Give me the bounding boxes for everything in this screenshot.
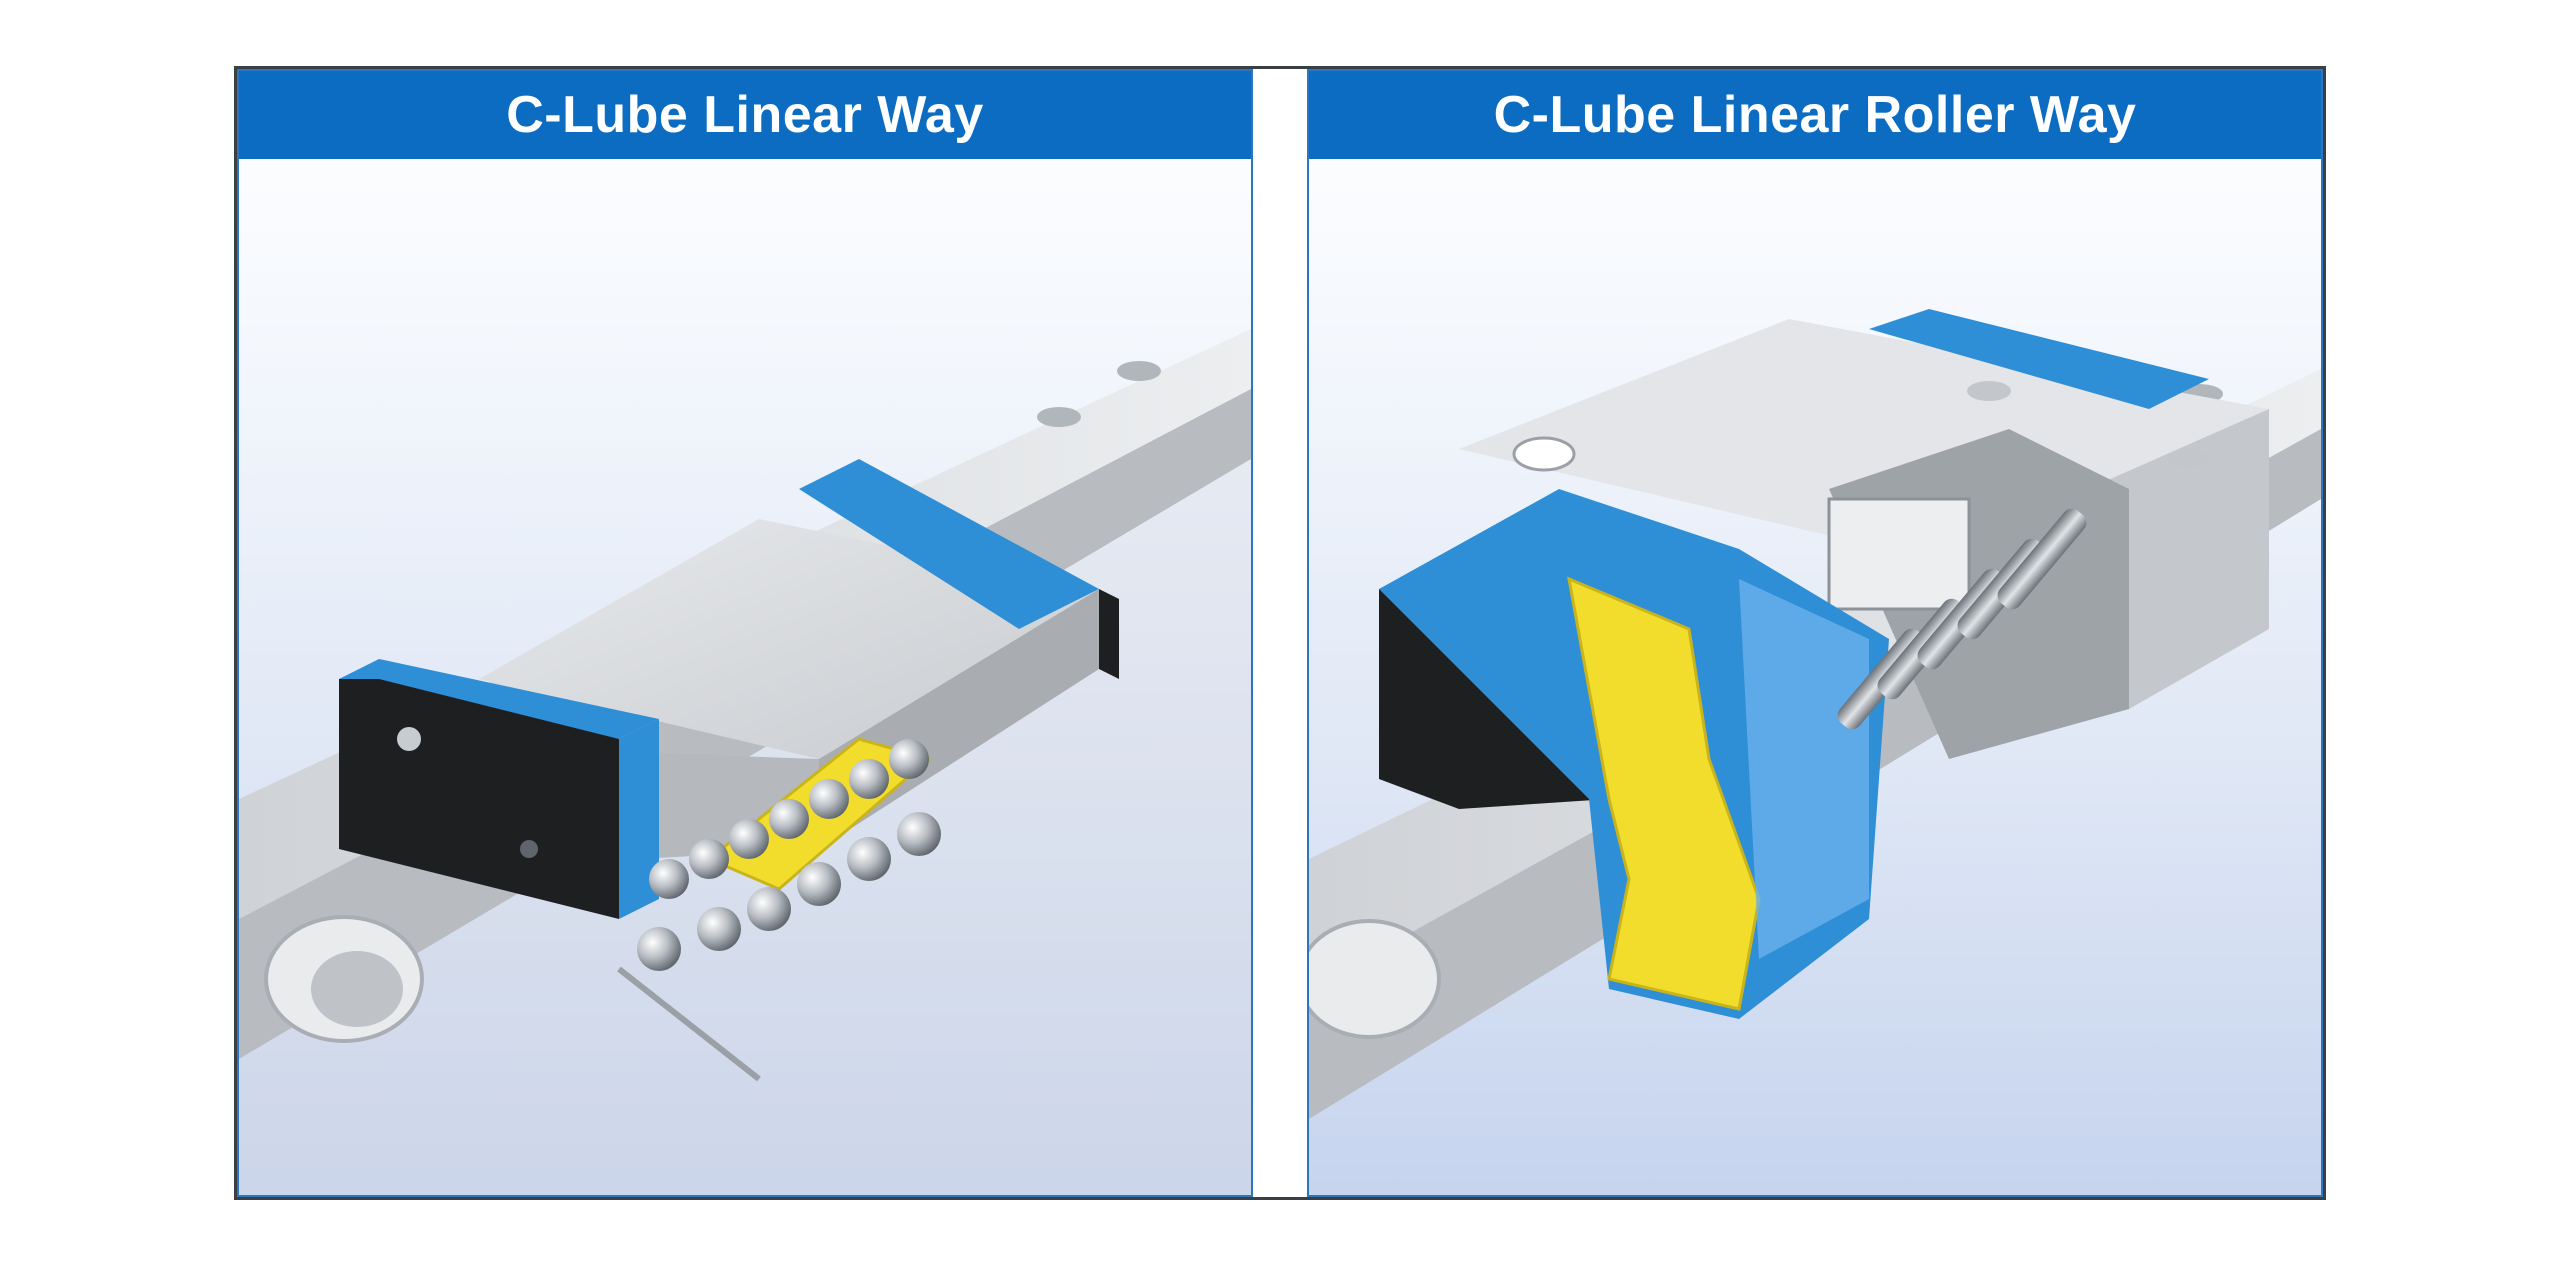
roller-row — [1837, 508, 2087, 730]
product-comparison-frame: C-Lube Linear Way — [234, 66, 2326, 1200]
linear-roller-way-illustration — [1309, 309, 2321, 1119]
linear-way-illustration — [239, 329, 1251, 1195]
panel-linear-roller-way: C-Lube Linear Roller Way — [1307, 69, 2323, 1197]
end-seal — [339, 659, 659, 919]
panel-title: C-Lube Linear Roller Way — [1309, 71, 2321, 159]
panel-title: C-Lube Linear Way — [239, 71, 1251, 159]
ball-row — [617, 739, 941, 1082]
panel-linear-way: C-Lube Linear Way — [237, 69, 1253, 1197]
panel-gap — [1253, 69, 1307, 1197]
c-lube-cutaway — [1379, 489, 1889, 1019]
